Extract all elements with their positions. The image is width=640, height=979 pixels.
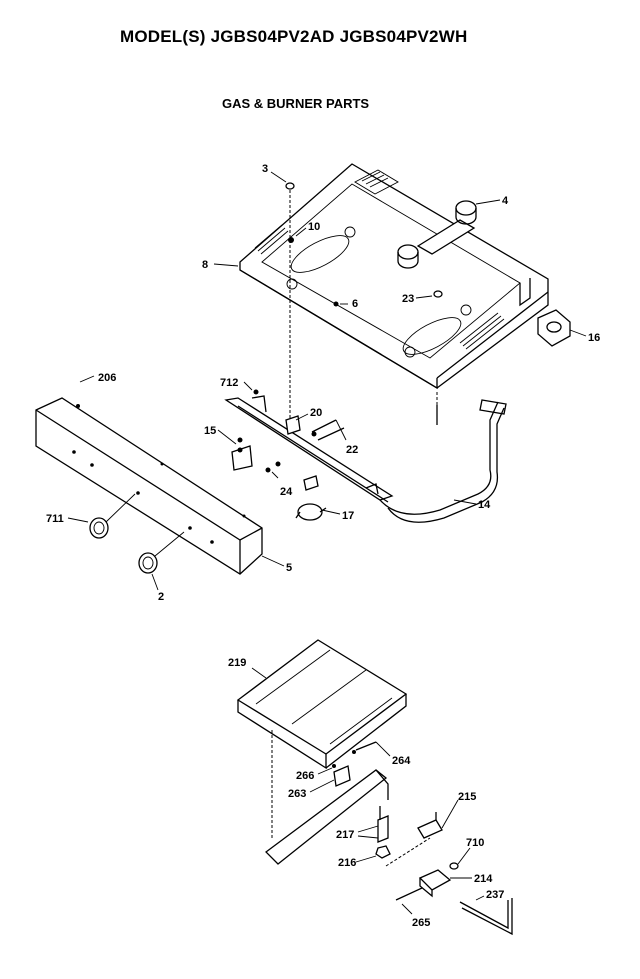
label-712: 712 [220, 377, 238, 389]
model-title: MODEL(S) JGBS04PV2AD JGBS04PV2WH [120, 27, 468, 46]
burner-box-frame [239, 163, 549, 425]
manifold-pipe [224, 389, 507, 523]
label-16: 16 [588, 332, 600, 344]
part-labels: 3 4 10 8 6 23 16 206 712 20 15 22 24 14 … [46, 163, 600, 929]
section-title: GAS & BURNER PARTS [222, 96, 370, 111]
label-710: 710 [466, 837, 484, 849]
control-panel-5 [35, 397, 263, 575]
label-206: 206 [98, 372, 116, 384]
label-24: 24 [280, 486, 293, 498]
label-10: 10 [308, 221, 320, 233]
label-263: 263 [288, 788, 306, 800]
label-237: 237 [486, 889, 504, 901]
label-264: 264 [392, 755, 411, 767]
label-5: 5 [286, 562, 292, 574]
broiler-burner-assembly [265, 741, 513, 936]
label-266: 266 [296, 770, 314, 782]
label-265: 265 [412, 917, 430, 929]
part-16-shape [537, 309, 571, 347]
page-header: MODEL(S) JGBS04PV2AD JGBS04PV2WH GAS & B… [0, 0, 640, 120]
label-8: 8 [202, 259, 208, 271]
label-22: 22 [346, 444, 358, 456]
label-216: 216 [338, 857, 356, 869]
broiler-shield-219 [236, 639, 408, 840]
label-4: 4 [502, 195, 509, 207]
leader-lines [67, 171, 587, 915]
label-217: 217 [336, 829, 354, 841]
label-17: 17 [342, 510, 354, 522]
label-15: 15 [204, 425, 216, 437]
label-214: 214 [474, 873, 493, 885]
label-6: 6 [352, 298, 358, 310]
label-20: 20 [310, 407, 322, 419]
label-2: 2 [158, 591, 164, 603]
label-3: 3 [262, 163, 268, 175]
label-23: 23 [402, 293, 414, 305]
label-215: 215 [458, 791, 476, 803]
label-711: 711 [46, 513, 64, 525]
label-14: 14 [478, 499, 491, 511]
label-219: 219 [228, 657, 246, 669]
